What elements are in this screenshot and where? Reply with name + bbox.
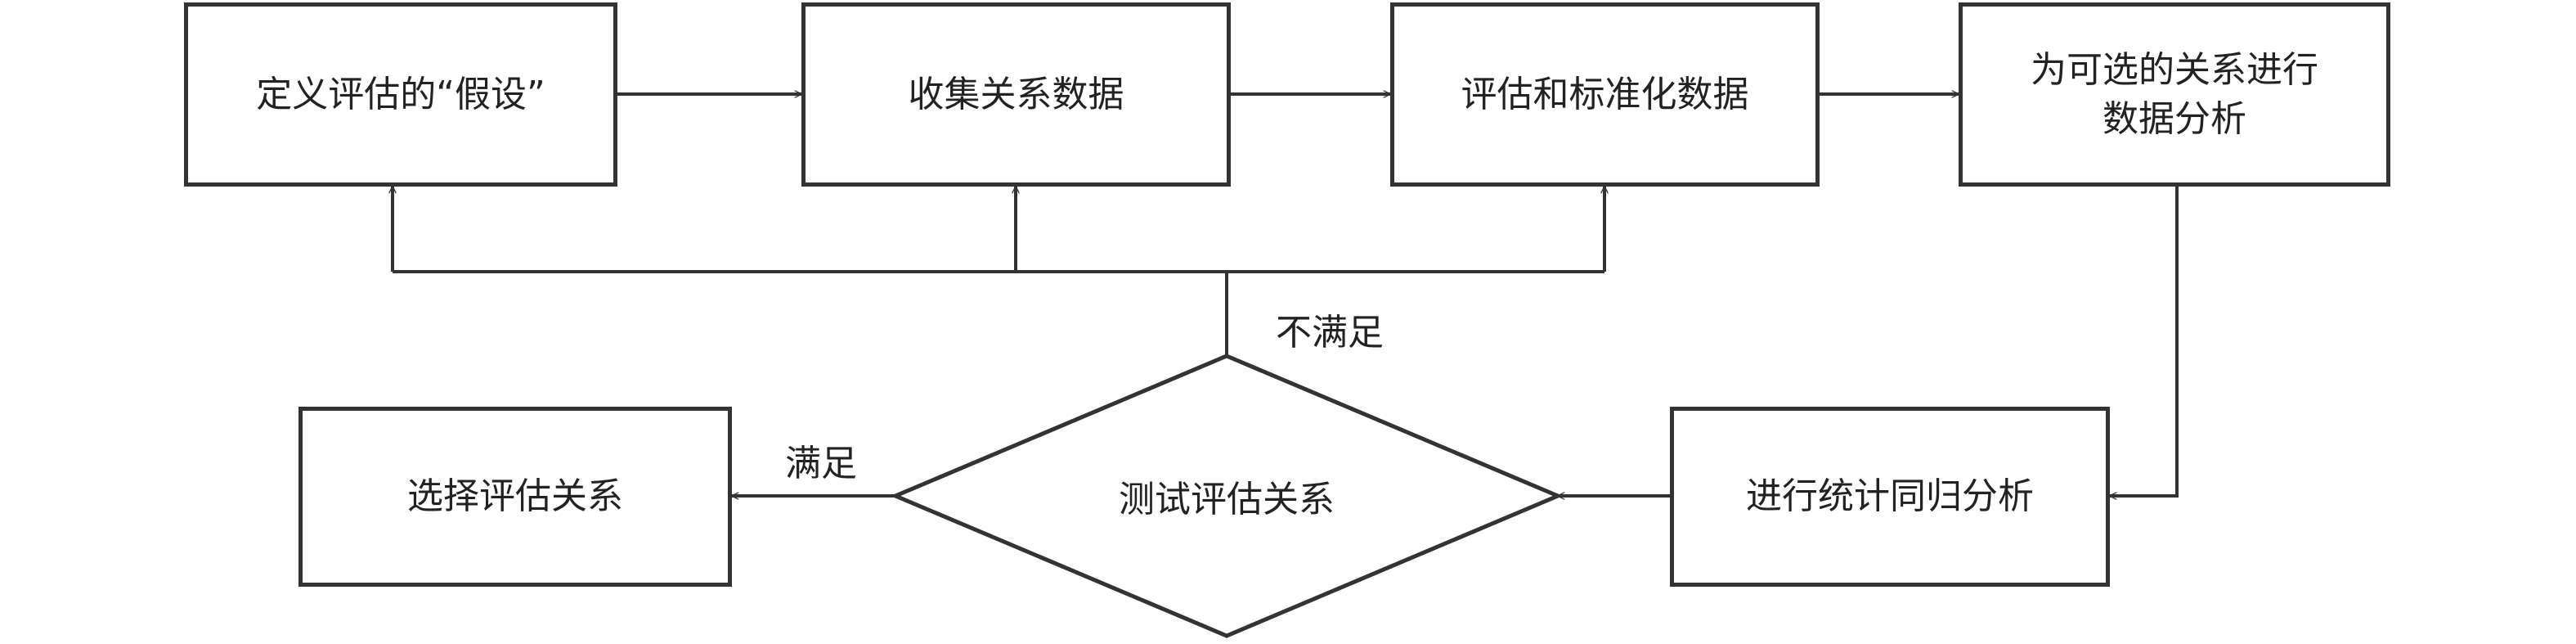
node-evaluate-normalize-label: 评估和标准化数据: [1461, 73, 1749, 115]
node-select-relation: 选择评估关系: [298, 407, 732, 587]
node-evaluate-normalize: 评估和标准化数据: [1390, 2, 1820, 187]
node-define-assumptions-label: 定义评估的“假设”: [256, 73, 545, 115]
decision-label: 测试评估关系: [1119, 479, 1335, 520]
node-data-analysis-label: 为可选的关系进行 数据分析: [2031, 46, 2318, 143]
node-collect-data-label: 收集关系数据: [908, 73, 1124, 115]
node-regression-analysis: 进行统计同归分析: [1670, 407, 2110, 587]
node-define-assumptions: 定义评估的“假设”: [184, 2, 617, 187]
node-data-analysis-line-2: 数据分析: [2103, 97, 2246, 140]
arrow-analysis-to-regression: [2110, 187, 2179, 496]
node-data-analysis: 为可选的关系进行 数据分析: [1959, 2, 2390, 187]
node-regression-analysis-label: 进行统计同归分析: [1746, 475, 2034, 518]
edge-label-not-satisfied: 不满足: [1276, 312, 1384, 354]
node-data-analysis-line-1: 为可选的关系进行: [2031, 49, 2318, 92]
edge-label-satisfied: 满足: [785, 443, 857, 484]
decision-diamond: [890, 354, 1564, 638]
node-collect-data: 收集关系数据: [801, 2, 1231, 187]
node-select-relation-label: 选择评估关系: [407, 475, 623, 518]
